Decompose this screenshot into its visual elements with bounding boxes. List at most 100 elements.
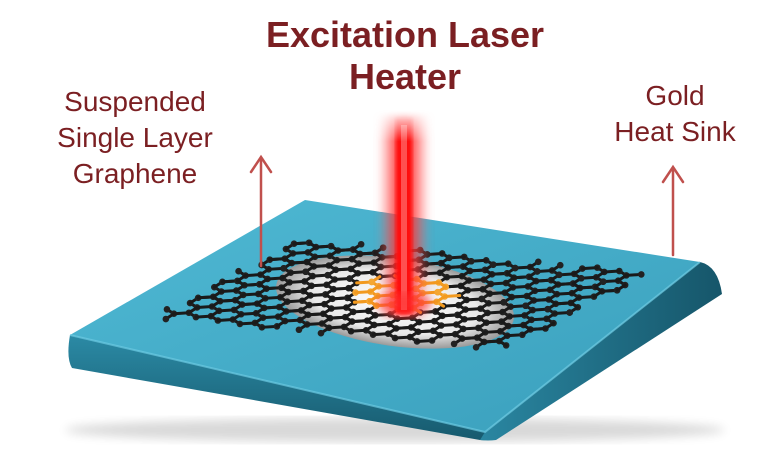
carbon-bond <box>194 314 213 319</box>
carbon-bond <box>307 302 326 307</box>
carbon-bond <box>335 257 354 262</box>
left-label-line-2: Single Layer <box>57 122 213 153</box>
carbon-bond <box>438 332 457 337</box>
carbon-atom <box>533 268 541 275</box>
carbon-bond <box>510 294 529 299</box>
carbon-atom <box>280 265 287 272</box>
carbon-bond <box>218 298 237 303</box>
carbon-bond <box>528 326 547 331</box>
carbon-bond <box>266 276 285 281</box>
carbon-atom <box>534 258 542 266</box>
carbon-bond <box>483 329 502 334</box>
carbon-bond <box>461 326 480 331</box>
carbon-atom <box>302 268 309 276</box>
carbon-bond <box>530 317 549 322</box>
carbon-bond <box>580 266 599 271</box>
carbon-bond <box>263 295 282 300</box>
carbon-bond <box>328 315 347 320</box>
carbon-bond <box>209 309 221 318</box>
carbon-bond <box>329 306 348 311</box>
hot-bond <box>437 280 448 289</box>
carbon-atom <box>566 309 573 316</box>
carbon-bond <box>508 313 527 318</box>
carbon-atom <box>346 275 353 282</box>
carbon-atom <box>235 267 242 275</box>
carbon-bond <box>356 270 375 275</box>
carbon-atom <box>556 261 564 269</box>
up-arrow-icon <box>661 164 685 257</box>
carbon-bond <box>442 303 461 308</box>
hot-bond <box>435 295 447 304</box>
hot-bond <box>443 294 462 299</box>
carbon-atom <box>599 278 607 285</box>
carbon-bond <box>501 305 513 314</box>
carbon-atom <box>445 254 453 262</box>
carbon-atom <box>555 271 563 279</box>
carbon-bond <box>196 295 215 300</box>
right-label-line-1: Gold <box>645 80 705 111</box>
carbon-bond <box>195 304 214 309</box>
carbon-bond <box>219 289 238 294</box>
carbon-bond <box>305 321 324 326</box>
carbon-atom <box>162 315 170 323</box>
carbon-bond <box>545 312 557 321</box>
carbon-bond <box>325 278 337 287</box>
carbon-bond <box>239 311 258 316</box>
carbon-bond <box>350 319 369 324</box>
carbon-bond <box>523 308 535 317</box>
title-line-1: Excitation Laser <box>265 14 545 55</box>
carbon-bond <box>268 257 287 262</box>
carbon-atom <box>357 240 365 248</box>
carbon-bond <box>488 291 507 296</box>
carbon-bond <box>416 329 435 334</box>
carbon-bond <box>555 291 574 296</box>
carbon-bond <box>395 316 414 321</box>
carbon-atom <box>472 343 480 351</box>
carbon-bond <box>310 283 329 288</box>
carbon-bond <box>312 263 331 268</box>
up-arrow-icon <box>249 154 273 268</box>
carbon-bond <box>372 322 391 327</box>
carbon-atom <box>489 261 497 268</box>
carbon-bond <box>497 339 508 347</box>
carbon-bond <box>417 319 436 324</box>
carbon-atom <box>467 257 475 265</box>
carbon-bond <box>291 250 310 255</box>
graphene-lattice-icon <box>162 239 645 351</box>
carbon-bond <box>466 287 485 292</box>
carbon-bond <box>290 260 309 265</box>
carbon-bond <box>464 307 483 312</box>
hot-atom <box>434 288 441 296</box>
carbon-atom <box>163 306 171 313</box>
carbon-bond <box>602 269 621 274</box>
carbon-bond <box>467 278 486 283</box>
carbon-atom <box>511 264 519 272</box>
carbon-bond <box>394 325 413 330</box>
carbon-bond <box>313 254 332 259</box>
left-label-line-1: Suspended <box>64 86 206 117</box>
laser-spot <box>376 293 432 313</box>
carbon-bond <box>187 305 199 315</box>
carbon-bond <box>284 308 303 313</box>
carbon-bond <box>283 318 302 323</box>
carbon-atom <box>638 271 645 278</box>
carbon-bond <box>349 328 368 333</box>
carbon-bond <box>460 336 479 341</box>
carbon-bond <box>506 323 525 328</box>
carbon-bond <box>594 270 606 279</box>
carbon-atom <box>522 302 529 310</box>
carbon-bond <box>303 274 315 283</box>
carbon-bond <box>543 321 556 330</box>
carbon-bond <box>217 308 236 313</box>
title-line-2: Heater <box>348 56 462 97</box>
carbon-bond <box>489 281 508 286</box>
carbon-bond <box>231 312 243 322</box>
carbon-bond <box>532 297 551 302</box>
carbon-bond <box>554 301 573 306</box>
carbon-bond <box>261 315 280 320</box>
carbon-bond <box>259 267 271 277</box>
carbon-bond <box>511 284 530 289</box>
carbon-atom <box>544 305 551 313</box>
